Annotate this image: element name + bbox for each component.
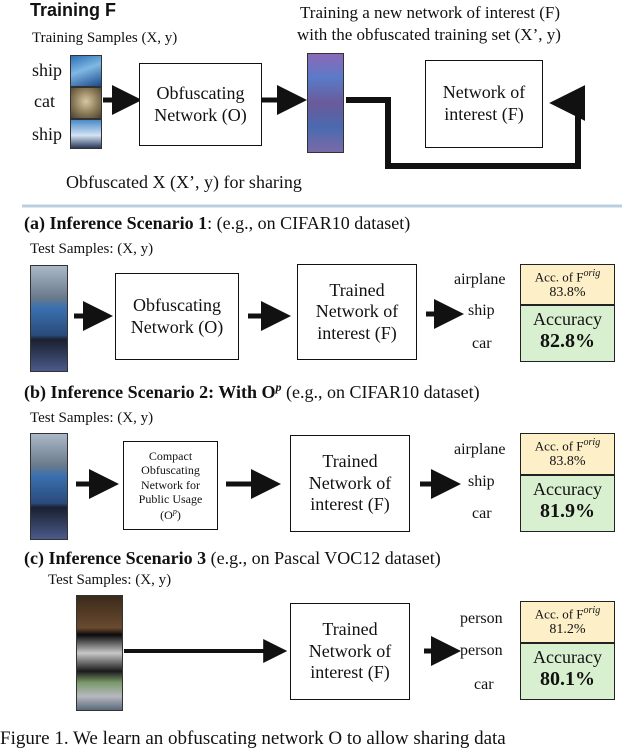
scenario1-obfuscating-network-box: Obfuscating Network (O) <box>115 273 239 360</box>
scenario2-acc-orig-card: Acc. of Forig 83.8% <box>520 433 615 475</box>
new-network-title-line-2: with the obfuscated training set (X’, y) <box>297 25 561 44</box>
s2-compact-line-2: Obfuscating <box>141 463 200 478</box>
scenario1-trained-network-box: Trained Network of interest (F) <box>297 264 417 360</box>
scenario1-acc-orig-card: Acc. of Forig 83.8% <box>520 264 615 305</box>
s2-acc-orig-value: 83.8% <box>549 454 586 470</box>
scenario3-test-images <box>76 595 123 711</box>
scenario2-accuracy-card: Accuracy 81.9% <box>520 475 615 532</box>
interest-line-2: interest (F) <box>444 104 524 124</box>
scenario1-test-images <box>30 265 68 372</box>
s2-acc-label: Accuracy <box>533 479 602 499</box>
training-network-of-interest-box: Network of interest (F) <box>425 60 543 148</box>
s1-trained-line-3: interest (F) <box>317 322 397 343</box>
scenario1-title-bold: (a) Inference Scenario 1 <box>24 213 208 233</box>
scenario2-compact-obfuscating-box: Compact Obfuscating Network for Public U… <box>123 441 218 530</box>
scenario3-output-person-1: person <box>460 610 503 627</box>
scenario3-title-rest: (e.g., on Pascal VOC12 dataset) <box>206 548 441 568</box>
training-label-ship-1: ship <box>32 60 63 80</box>
scenario1-title: (a) Inference Scenario 1: (e.g., on CIFA… <box>24 213 410 234</box>
figure-caption: Figure 1. We learn an obfuscating networ… <box>0 728 506 749</box>
s3-acc-orig-text: Acc. of F <box>534 606 584 622</box>
training-image-cat <box>70 87 102 119</box>
s2-trained-line-2: Network of <box>308 472 392 493</box>
scenario2-trained-network-box: Trained Network of interest (F) <box>290 435 410 532</box>
s1-obf-line-1: Obfuscating <box>133 294 221 315</box>
scenario3-output-person-2: person <box>460 642 503 659</box>
scenario3-title: (c) Inference Scenario 3 (e.g., on Pasca… <box>24 548 441 569</box>
new-network-title-line-1: Training a new network of interest (F) <box>300 3 560 22</box>
scenario2-title-sup: p <box>275 380 282 394</box>
training-image-ship-2 <box>70 119 102 149</box>
training-title: Training F <box>30 0 117 20</box>
training-image-ship-1 <box>70 55 102 87</box>
scenario2-title-bold: (b) Inference Scenario 2: With O <box>24 382 276 402</box>
s1-acc-orig-label: Acc. of Forig <box>521 268 614 285</box>
training-obf-line-2: Network (O) <box>154 104 247 125</box>
s2-compact-line-3: Network for <box>141 477 200 492</box>
scenario1-accuracy-card: Accuracy 82.8% <box>520 305 615 362</box>
s2-acc-orig-sup: orig <box>583 437 601 448</box>
scenario2-output-car: car <box>472 505 492 522</box>
s2-acc-value: 81.9% <box>540 500 595 522</box>
training-obf-line-1: Obfuscating <box>156 82 245 103</box>
s3-acc-orig-sup: orig <box>583 605 601 616</box>
s2-compact-op-sup: p <box>172 506 177 516</box>
scenario1-output-car: car <box>472 335 492 352</box>
scenario3-samples-label: Test Samples: (X, y) <box>48 572 172 588</box>
s1-trained-line-2: Network of <box>315 301 399 322</box>
scenario1-output-airplane: airplane <box>454 271 506 288</box>
s3-trained-line-1: Trained <box>322 619 378 640</box>
scenario3-trained-network-box: Trained Network of interest (F) <box>290 603 410 700</box>
scenario3-acc-orig-card: Acc. of Forig 81.2% <box>520 601 615 643</box>
scenario3-output-car: car <box>474 676 494 693</box>
training-label-ship-2: ship <box>32 124 63 144</box>
scenario3-accuracy-card: Accuracy 80.1% <box>520 643 615 700</box>
s3-acc-label: Accuracy <box>533 647 602 667</box>
interest-line-1: Network of <box>442 82 526 103</box>
scenario1-title-rest: : (e.g., on CIFAR10 dataset) <box>207 213 411 233</box>
training-label-cat: cat <box>34 91 55 111</box>
s3-acc-orig-value: 81.2% <box>549 622 586 638</box>
s2-acc-orig-text: Acc. of F <box>534 438 584 454</box>
s3-trained-line-3: interest (F) <box>310 662 390 683</box>
scenario1-output-ship: ship <box>468 302 495 319</box>
s2-acc-orig-label: Acc. of Forig <box>521 437 614 454</box>
scenario1-samples-label: Test Samples: (X, y) <box>30 241 154 257</box>
s2-compact-line-1: Compact <box>148 449 193 464</box>
s3-acc-value: 80.1% <box>540 668 595 690</box>
s2-compact-op-close: ) <box>176 507 181 522</box>
scenario2-output-airplane: airplane <box>454 441 506 458</box>
s3-trained-line-2: Network of <box>308 640 392 661</box>
s2-compact-line-5: (Op) <box>160 507 181 522</box>
arrow-feedback-to-interest <box>346 85 586 169</box>
scenario3-title-bold: (c) Inference Scenario 3 <box>24 548 207 568</box>
scenario2-samples-label: Test Samples: (X, y) <box>30 410 154 426</box>
s3-acc-orig-label: Acc. of Forig <box>521 605 614 622</box>
training-obfuscating-network-box: Obfuscating Network (O) <box>139 63 262 146</box>
obfuscated-images-strip <box>307 53 344 153</box>
obfuscated-sharing-caption: Obfuscated X (X’, y) for sharing <box>66 172 302 192</box>
s1-acc-orig-sup: orig <box>583 268 601 279</box>
training-samples-label: Training Samples (X, y) <box>32 30 178 46</box>
scenario2-title-rest: (e.g., on CIFAR10 dataset) <box>281 382 480 402</box>
scenario2-output-ship: ship <box>468 473 495 490</box>
s1-acc-label: Accuracy <box>533 309 602 329</box>
s2-trained-line-3: interest (F) <box>310 494 390 515</box>
s2-trained-line-1: Trained <box>322 451 378 472</box>
s2-compact-line-4: Public Usage <box>138 492 203 507</box>
s1-acc-orig-value: 83.8% <box>549 285 586 301</box>
scenario2-title: (b) Inference Scenario 2: With Op (e.g.,… <box>24 380 480 403</box>
scenario2-test-images <box>30 433 68 540</box>
s1-acc-orig-text: Acc. of F <box>534 269 584 285</box>
s1-trained-line-1: Trained <box>329 279 385 300</box>
s1-acc-value: 82.8% <box>540 330 595 352</box>
s2-compact-op-open: (O <box>160 507 173 522</box>
s1-obf-line-2: Network (O) <box>130 316 224 337</box>
